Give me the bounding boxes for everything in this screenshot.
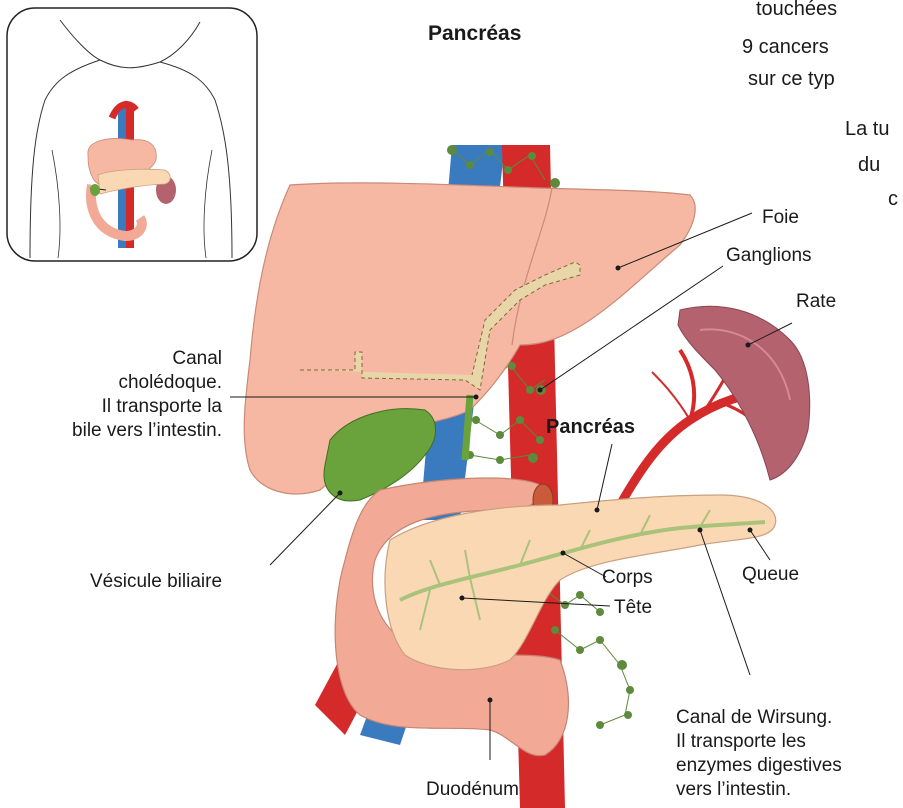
canal-choledoque-line-2: cholédoque. bbox=[72, 371, 222, 395]
label-ganglions: Ganglions bbox=[726, 244, 812, 268]
intro-line-4: La tu bbox=[845, 114, 889, 144]
label-duodenum: Duodénum bbox=[426, 778, 519, 802]
label-rate: Rate bbox=[796, 290, 836, 314]
page-title: Pancréas bbox=[428, 22, 521, 46]
canal-wirsung-line-3: enzymes digestives bbox=[676, 754, 842, 778]
label-tete: Tête bbox=[614, 596, 652, 620]
common-bile-duct bbox=[465, 395, 470, 460]
label-queue: Queue bbox=[742, 563, 799, 587]
label-foie: Foie bbox=[762, 206, 799, 230]
intro-line-3: sur ce typ bbox=[748, 64, 835, 94]
label-corps: Corps bbox=[602, 566, 653, 590]
label-canal-wirsung: Canal de Wirsung. Il transporte les enzy… bbox=[676, 706, 842, 802]
canal-wirsung-line-4: vers l’intestin. bbox=[676, 778, 842, 802]
label-pancreas: Pancréas bbox=[546, 415, 635, 439]
intro-line-2: 9 cancers bbox=[742, 32, 829, 62]
canal-choledoque-line-4: bile vers l’intestin. bbox=[72, 419, 222, 443]
intro-line-6: c bbox=[888, 184, 898, 214]
canal-wirsung-line-2: Il transporte les bbox=[676, 730, 842, 754]
spleen bbox=[678, 306, 810, 480]
intro-line-5: du bbox=[858, 150, 880, 180]
label-canal-choledoque: Canal cholédoque. Il transporte la bile … bbox=[72, 347, 222, 443]
intro-line-1: touchées bbox=[756, 0, 837, 24]
label-vesicule-biliaire: Vésicule biliaire bbox=[90, 570, 222, 594]
liver bbox=[244, 183, 695, 494]
canal-choledoque-line-1: Canal bbox=[72, 347, 222, 371]
canal-wirsung-line-1: Canal de Wirsung. bbox=[676, 706, 842, 730]
body-inset bbox=[7, 8, 257, 261]
canal-choledoque-line-3: Il transporte la bbox=[72, 395, 222, 419]
